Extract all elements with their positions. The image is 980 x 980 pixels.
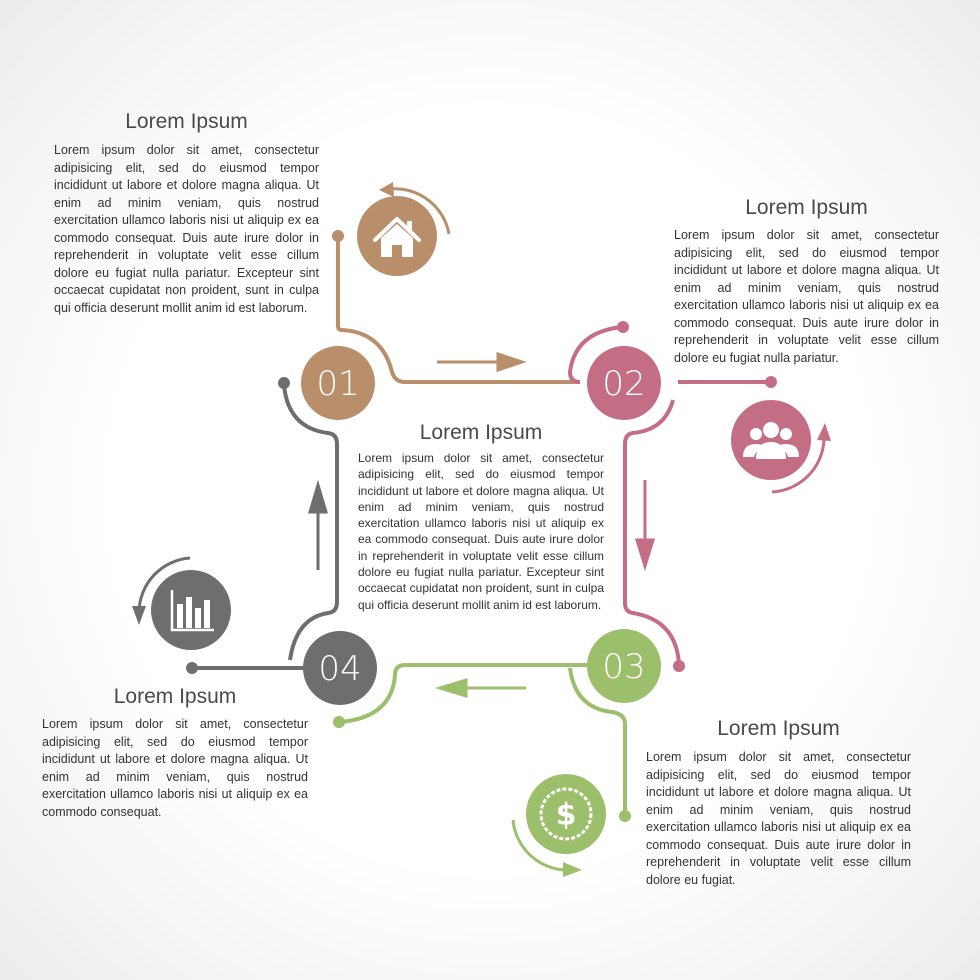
top-left-text: Lorem ipsum dolor sit amet, consectetur … <box>54 143 319 315</box>
step-01-number: 01 <box>316 364 359 404</box>
arrow-left-icon <box>434 677 526 699</box>
bottom-left-text: Lorem ipsum dolor sit amet, consectetur … <box>42 717 308 819</box>
bar-chart-icon <box>132 556 231 650</box>
step4-connector <box>186 377 339 674</box>
step-04-badge: 04 <box>303 631 377 705</box>
top-right-title: Lorem Ipsum <box>745 196 868 219</box>
svg-text:$: $ <box>556 798 577 833</box>
top-right-text: Lorem ipsum dolor sit amet, consectetur … <box>674 228 939 365</box>
step1-connector <box>332 230 580 384</box>
top-left-title: Lorem Ipsum <box>125 110 248 133</box>
step-04-number: 04 <box>318 649 361 689</box>
center-text: Lorem ipsum dolor sit amet, consectetur … <box>358 451 604 612</box>
step-02-badge: 02 <box>587 346 661 420</box>
bottom-right-title: Lorem Ipsum <box>717 717 840 740</box>
team-icon <box>731 400 831 494</box>
step3-connector <box>333 663 631 822</box>
step-03-number: 03 <box>602 647 645 687</box>
bottom-right-text: Lorem ipsum dolor sit amet, consectetur … <box>646 750 911 887</box>
arrow-down-icon <box>634 480 656 572</box>
bottom-left-title: Lorem Ipsum <box>113 685 237 708</box>
home-icon <box>357 182 451 276</box>
step-02-number: 02 <box>602 364 645 404</box>
arrow-up-icon <box>307 479 329 570</box>
center-title: Lorem Ipsum <box>419 421 543 444</box>
arrow-right-icon <box>437 351 527 373</box>
dollar-icon: $ <box>511 774 606 877</box>
step2-connector <box>567 321 777 672</box>
step-03-badge: 03 <box>587 629 661 703</box>
step-01-badge: 01 <box>301 346 375 420</box>
